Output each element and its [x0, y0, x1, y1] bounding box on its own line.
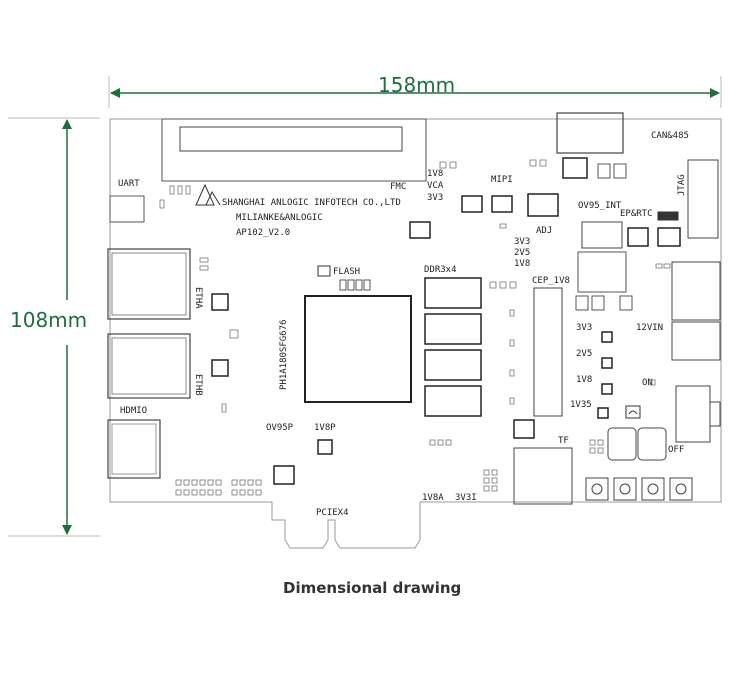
board-outline: [109, 118, 722, 549]
hdmi-inner: [111, 423, 157, 475]
12vin-connector: [671, 261, 721, 321]
switch-lever: [709, 401, 721, 427]
adj-header: [577, 251, 627, 293]
flash-chip: [317, 265, 331, 277]
ddr-label: DDR3x4: [424, 265, 457, 275]
brand-name: MILIANKE&ANLOGIC: [236, 213, 323, 223]
cep-1v8-label: CEP_1V8: [532, 276, 570, 286]
tf-label: TF: [558, 436, 569, 446]
adj-1v8-label: 1V8: [514, 259, 530, 269]
fpga-chip: [304, 295, 412, 403]
12vin-label: 12VIN: [636, 323, 663, 333]
passive-components: [159, 159, 671, 496]
hdmi-connector: [107, 419, 161, 479]
power-1v8-label: 1V8: [576, 375, 592, 385]
mipi-connector: [527, 193, 559, 217]
board-model: AP102_V2.0: [236, 228, 290, 238]
power-3v3-label: 3V3: [576, 323, 592, 333]
adj-label: ADJ: [536, 226, 552, 236]
vca-label: VCA: [427, 181, 444, 191]
jtag-connector: [687, 159, 719, 239]
battery-holder: [581, 221, 623, 249]
jtag-label: JTAG: [677, 174, 687, 196]
3v3i-label: 3V3I: [455, 493, 477, 503]
can485-connector: [556, 112, 624, 154]
power-1v35-label: 1V35: [570, 400, 592, 410]
ov95p-chip: [273, 465, 295, 485]
ep-rtc-label: EP&RTC: [620, 209, 653, 219]
ethernet-b-connector: [107, 333, 191, 399]
push-buttons: [585, 477, 693, 501]
anlogic-logo-icon: [195, 183, 221, 206]
ov95-int-label: OV95_INT: [578, 201, 622, 211]
can-chip: [562, 157, 588, 179]
1v8a-label: 1V8A: [422, 493, 444, 503]
power-switch-icon: [625, 405, 641, 419]
etha-label: ETHA: [193, 287, 203, 309]
can-components: [597, 163, 627, 179]
tf-chip: [513, 419, 535, 439]
osc-chip: [409, 221, 431, 239]
dc-jack: [671, 321, 721, 361]
tf-card-slot: [513, 447, 573, 505]
cep-components: [575, 295, 633, 311]
phy-chip-a: [211, 293, 229, 311]
uart-label: UART: [118, 179, 140, 189]
1v8p-chip: [317, 439, 333, 455]
pciex4-label: PCIEX4: [316, 508, 349, 518]
mipi-label: MIPI: [491, 175, 513, 185]
fmc-connector: FMC: [161, 118, 427, 192]
hdmio-label: HDMIO: [120, 406, 147, 416]
adj-3v3-label: 3V3: [514, 237, 530, 247]
flash-components: [339, 279, 371, 291]
power-2v5-label: 2V5: [576, 349, 592, 359]
fmc-label: FMC: [390, 182, 406, 192]
cep-connector: [533, 287, 563, 417]
width-dimension-label: 158mm: [378, 73, 455, 97]
mipi-chip-a: [461, 195, 483, 213]
bulk-capacitors: [607, 427, 667, 461]
on-label: ON: [642, 378, 653, 388]
extension-lines: [8, 76, 722, 537]
uart-connector: [109, 195, 145, 223]
rtc-chips: [627, 227, 681, 247]
regulator-chips: [597, 331, 613, 419]
rtc-crystal: [657, 211, 679, 221]
off-label: OFF: [668, 445, 684, 455]
caption: Dimensional drawing: [283, 579, 461, 597]
ddr-chips: [424, 277, 482, 417]
ethernet-a-connector: [107, 248, 191, 320]
height-dimension-label: 108mm: [10, 308, 87, 332]
flash-label: FLASH: [333, 267, 360, 277]
vca-1v8-label: 1V8: [427, 169, 443, 179]
company-name: SHANGHAI ANLOGIC INFOTECH CO.,LTD: [222, 198, 401, 208]
fpga-part-number: PH1A180SFG676: [279, 320, 289, 390]
vca-3v3-label: 3V3: [427, 193, 443, 203]
adj-2v5-label: 2V5: [514, 248, 530, 258]
ethb-label: ETHB: [193, 374, 203, 396]
phy-chip-b: [211, 359, 229, 377]
mipi-chip-b: [491, 195, 513, 213]
1v8p-label: 1V8P: [314, 423, 336, 433]
can485-label: CAN&485: [651, 131, 689, 141]
ov95p-label: OV95P: [266, 423, 294, 433]
